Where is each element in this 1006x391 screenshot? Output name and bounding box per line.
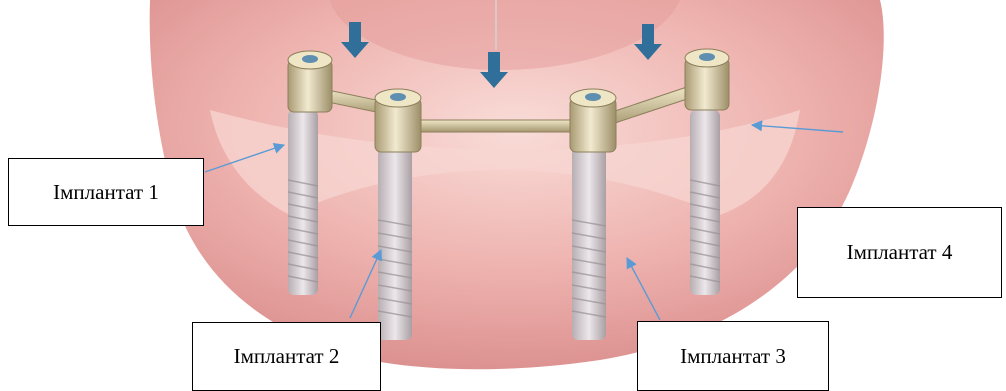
abutment-1 (288, 51, 332, 112)
label-implant-1: Імплантат 1 (8, 158, 204, 226)
label-implant-4-text: Імплантат 4 (847, 240, 953, 265)
implant-screw-1 (288, 110, 318, 295)
gum-jaw (150, 0, 884, 369)
label-implant-2-text: Імплантат 2 (234, 344, 340, 369)
label-implant-1-text: Імплантат 1 (53, 180, 159, 205)
label-implant-3: Імплантат 3 (637, 321, 829, 391)
abutment-3 (570, 89, 616, 152)
implant-screw-4 (690, 110, 720, 295)
implant-screw-3 (572, 145, 606, 340)
abutment-4 (685, 49, 729, 110)
abutment-2 (375, 89, 421, 152)
implant-screw-2 (378, 145, 412, 340)
label-implant-3-text: Імплантат 3 (680, 344, 786, 369)
label-implant-2: Імплантат 2 (192, 322, 381, 391)
label-implant-4: Імплантат 4 (797, 207, 1002, 298)
